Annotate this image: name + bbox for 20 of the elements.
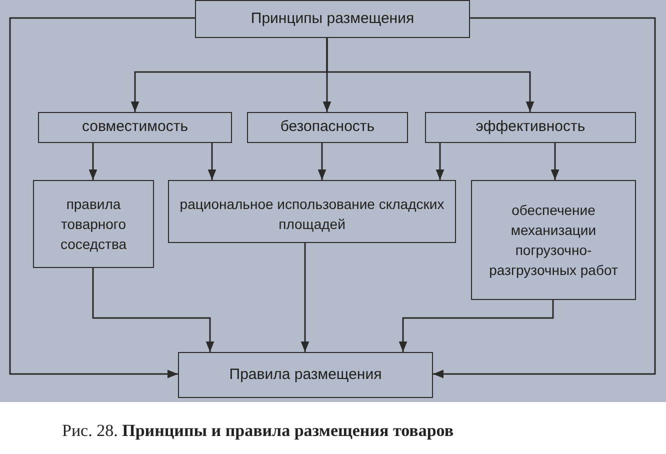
text-box: совместимость [38, 112, 232, 143]
arrow [326, 38, 534, 112]
text-box: рациональное использование складских площадей [168, 180, 456, 243]
text-box: правила товарного соседства [33, 180, 154, 268]
text-box: эффективность [425, 112, 636, 143]
arrow [208, 143, 216, 180]
arrow [92, 268, 214, 352]
arrow [436, 143, 444, 180]
text-box: Принципы размещения [195, 0, 470, 38]
arrow [550, 143, 560, 180]
arrow [398, 300, 554, 352]
text-box: обеспечение механизации погрузочно-разгрузочных работ [471, 180, 636, 300]
arrow [318, 143, 326, 180]
arrow [433, 17, 656, 378]
text-box: Правила размещения [178, 352, 433, 398]
arrow [9, 17, 195, 378]
text-box: безопасность [247, 112, 408, 143]
caption: Рис. 28. Принципы и правила размещения товаров [62, 420, 454, 442]
arrow [300, 243, 310, 352]
arrow [88, 143, 98, 180]
